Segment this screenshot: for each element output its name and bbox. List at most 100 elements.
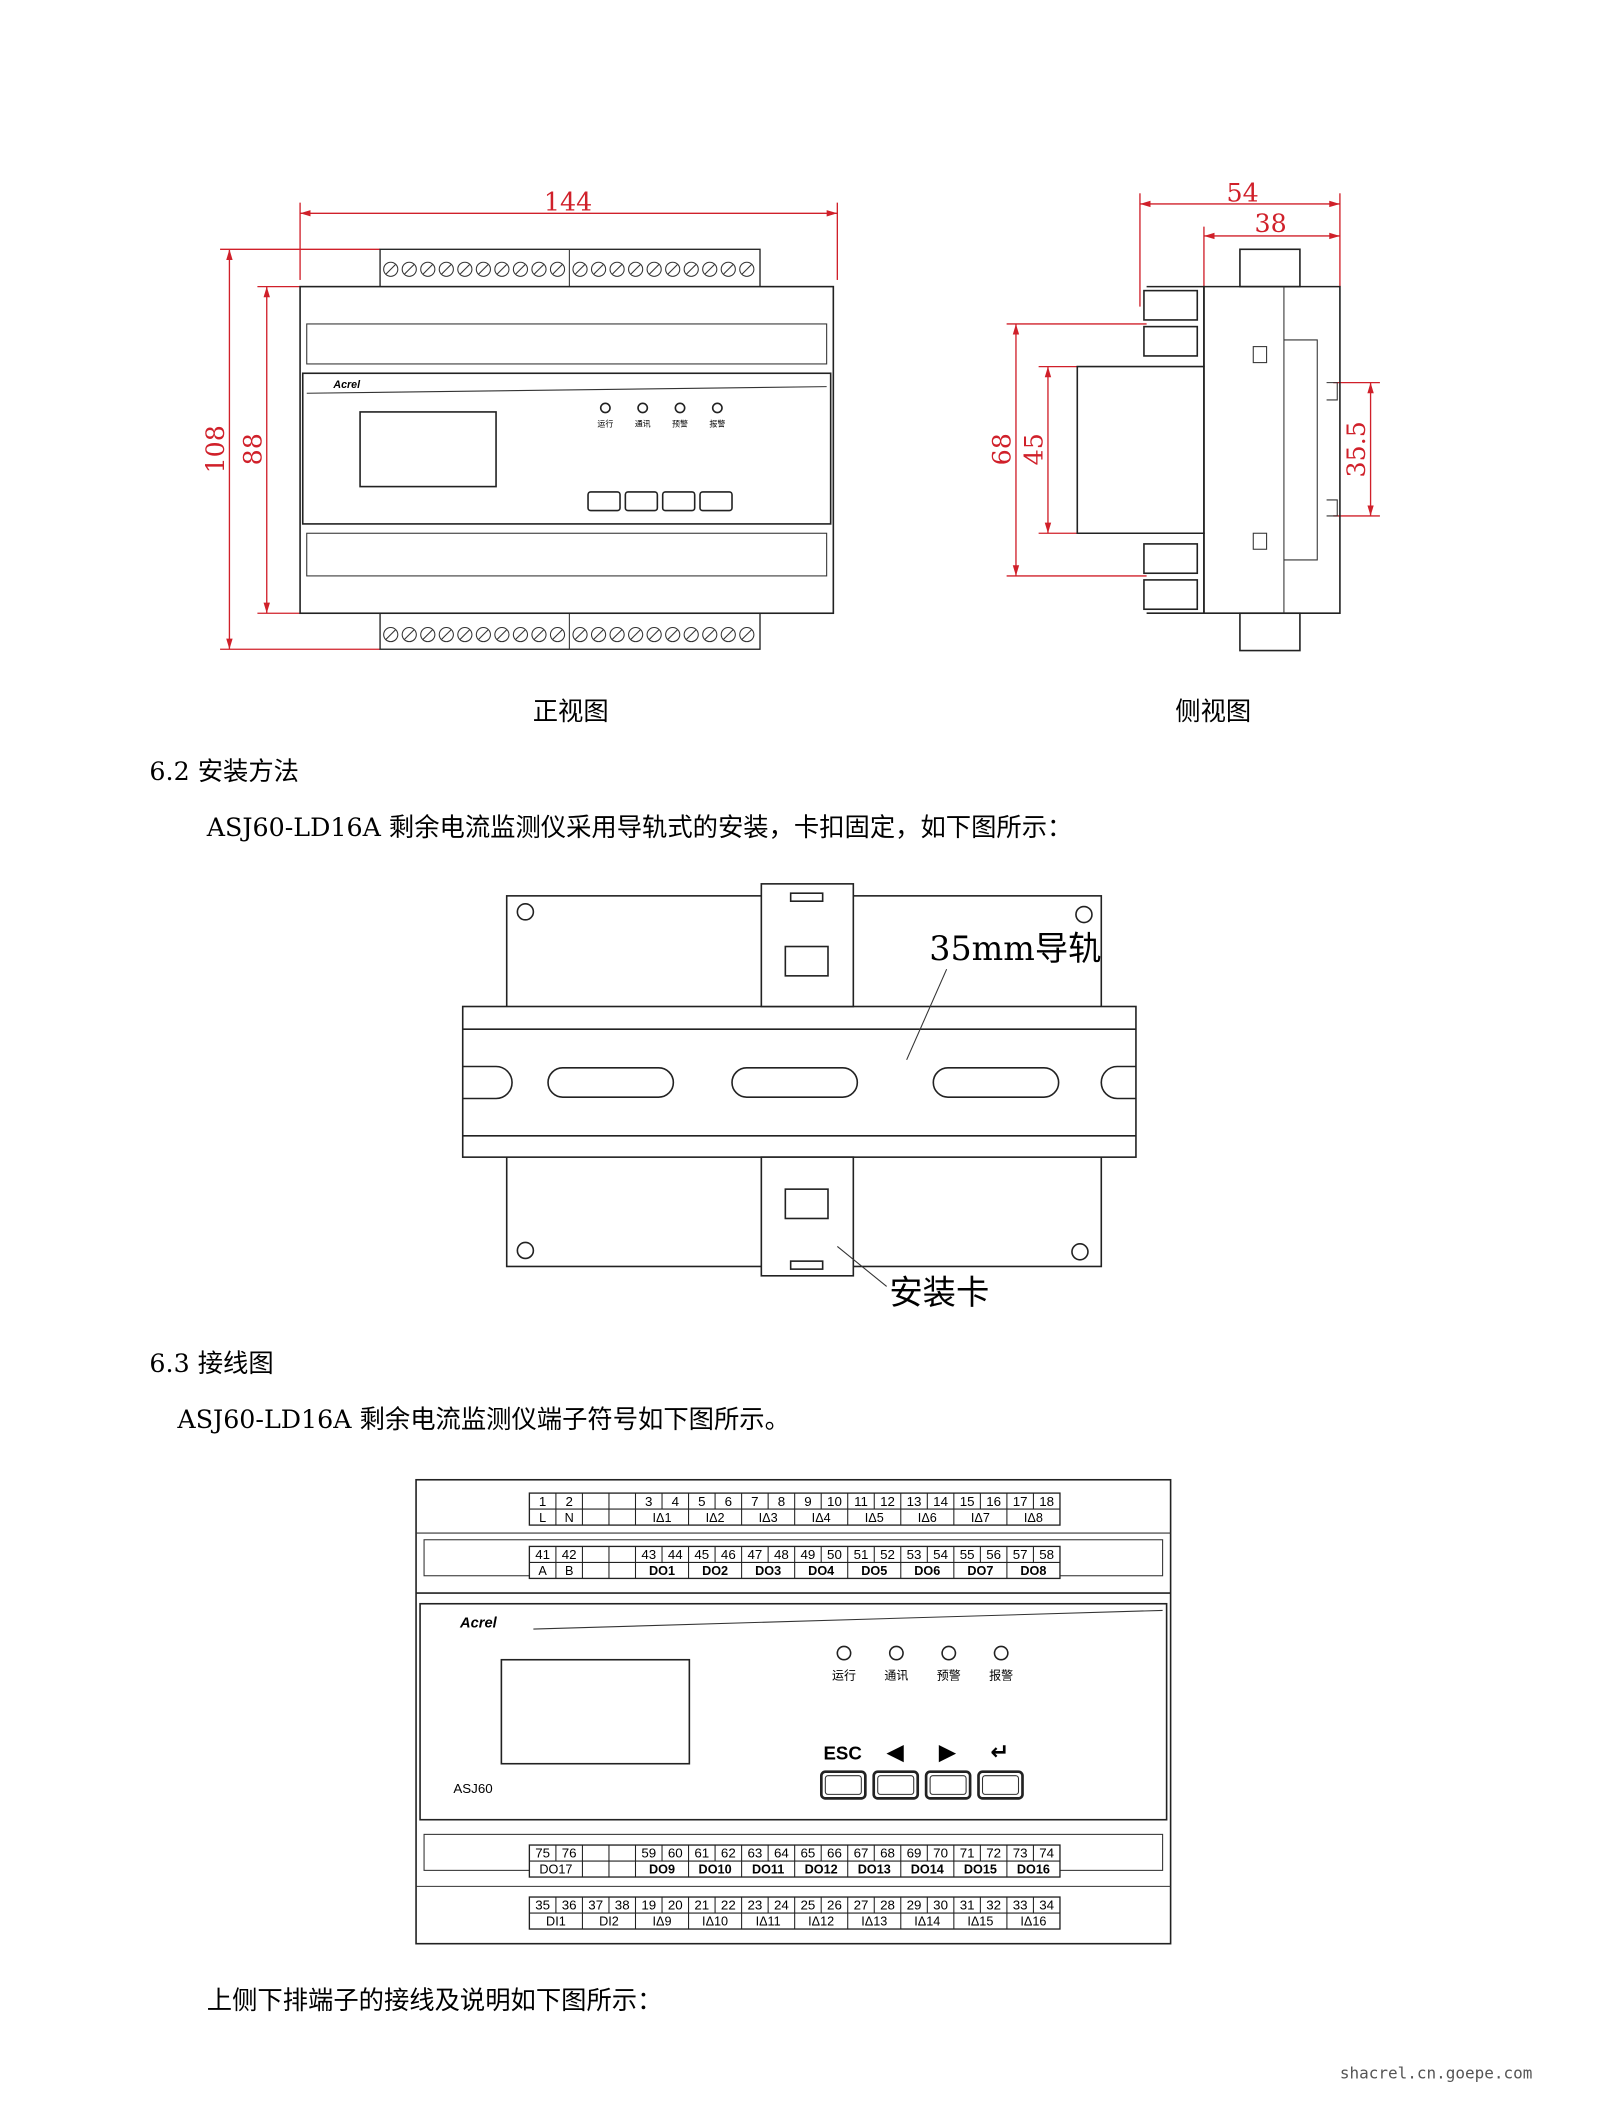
- dim-depth-body: 38: [1254, 208, 1286, 238]
- button-symbol: ESC: [823, 1743, 861, 1764]
- terminal-screw-icon: [531, 626, 547, 643]
- terminal-screw-icon: [420, 626, 436, 643]
- terminal-number: 12: [880, 1494, 895, 1509]
- panel-button[interactable]: [924, 1770, 972, 1800]
- wiring-led-indicators: 运行通讯预警报警: [832, 1645, 1013, 1683]
- terminal-number: 38: [615, 1898, 630, 1913]
- mount-clip-bottom: [760, 1156, 855, 1277]
- terminal-label: A: [538, 1564, 547, 1578]
- front-logo: Acrel: [332, 379, 361, 391]
- led-label: 运行: [597, 419, 613, 429]
- panel-button[interactable]: [977, 1770, 1024, 1800]
- front-view-caption: 正视图: [533, 696, 609, 726]
- led-label: 通讯: [884, 1669, 908, 1683]
- terminal-number: 71: [960, 1846, 975, 1861]
- terminal-screw-icon: [475, 261, 491, 277]
- section-6-2-heading: 6.2 安装方法: [149, 756, 299, 786]
- button-symbol: ◀: [886, 1739, 904, 1765]
- terminal-number: 46: [721, 1547, 736, 1562]
- panel-button[interactable]: [872, 1770, 920, 1800]
- terminal-number: 55: [960, 1547, 975, 1562]
- terminal-screw-icon: [628, 626, 644, 643]
- terminal-label: DO5: [861, 1564, 887, 1578]
- terminal-number: 48: [774, 1547, 789, 1562]
- wiring-logo: Acrel: [459, 1616, 498, 1632]
- dim-height-rail: 68: [987, 433, 1017, 465]
- terminal-number: 16: [986, 1494, 1001, 1509]
- terminal-screw-icon: [646, 626, 662, 643]
- button-symbol: ↵: [990, 1739, 1009, 1765]
- terminal-number: 25: [801, 1898, 816, 1913]
- after-text: 上侧下排端子的接线及说明如下图所示：: [207, 1985, 663, 2015]
- led-indicator-icon: [888, 1645, 904, 1661]
- dim-rail-width: 35.5: [1341, 421, 1371, 477]
- terminal-screw-icon: [401, 261, 417, 277]
- terminal-screw-icon: [683, 261, 699, 277]
- terminal-number: 61: [694, 1846, 709, 1861]
- led-label: 通讯: [635, 419, 651, 429]
- terminal-number: 26: [827, 1898, 842, 1913]
- terminal-number: 59: [641, 1846, 656, 1861]
- terminal-number: 51: [854, 1547, 869, 1562]
- terminal-number: 7: [751, 1494, 758, 1509]
- led-label: 预警: [672, 419, 688, 429]
- led-indicator-icon: [674, 402, 686, 414]
- terminal-number: 32: [986, 1898, 1001, 1913]
- terminal-label: IΔ16: [1020, 1915, 1046, 1929]
- terminal-label: B: [565, 1564, 573, 1578]
- terminal-number: 36: [562, 1898, 577, 1913]
- terminal-label: IΔ8: [1024, 1511, 1043, 1525]
- terminal-number: 58: [1039, 1547, 1054, 1562]
- front-buttons: [587, 491, 733, 512]
- terminal-number: 5: [698, 1494, 705, 1509]
- terminal-number: 44: [668, 1547, 683, 1562]
- terminal-label: DO10: [699, 1863, 732, 1877]
- terminal-screw-icon: [531, 261, 547, 277]
- section-6-2-text: ASJ60-LD16A 剩余电流监测仪采用导轨式的安装，卡扣固定，如下图所示：: [206, 812, 1073, 842]
- terminal-label: IΔ5: [865, 1511, 884, 1525]
- terminal-screw-icon: [438, 261, 454, 277]
- terminal-number: 37: [588, 1898, 603, 1913]
- terminal-label: IΔ14: [914, 1915, 940, 1929]
- led-label: 运行: [832, 1669, 856, 1683]
- terminal-number: 34: [1039, 1898, 1054, 1913]
- side-view-caption: 侧视图: [1175, 696, 1251, 726]
- section-6-3-heading: 6.3 接线图: [149, 1348, 273, 1378]
- terminal-number: 66: [827, 1846, 842, 1861]
- terminal-number: 28: [880, 1898, 895, 1913]
- terminal-number: 62: [721, 1846, 736, 1861]
- terminal-number: 50: [827, 1547, 842, 1562]
- terminal-label: IΔ2: [706, 1511, 725, 1525]
- terminal-screw-icon: [512, 626, 529, 643]
- terminal-label: DO9: [649, 1863, 675, 1877]
- terminal-number: 19: [641, 1898, 656, 1913]
- wiring-buttons: ESC◀▶↵: [819, 1739, 1024, 1800]
- terminal-label: IΔ7: [971, 1511, 990, 1525]
- terminal-screw-icon: [475, 626, 491, 643]
- terminal-screw-icon: [609, 261, 625, 277]
- terminal-number: 70: [933, 1846, 948, 1861]
- clip-label: 安装卡: [889, 1273, 989, 1312]
- terminal-number: 54: [933, 1547, 948, 1562]
- terminal-number: 24: [774, 1898, 789, 1913]
- terminal-number: 64: [774, 1846, 789, 1861]
- terminal-number: 10: [827, 1494, 842, 1509]
- panel-button[interactable]: [819, 1770, 867, 1800]
- terminal-label: DO12: [805, 1863, 838, 1877]
- terminal-number: 18: [1039, 1494, 1054, 1509]
- terminal-label: IΔ6: [918, 1511, 937, 1525]
- dim-height-inner: 88: [237, 433, 267, 465]
- terminal-label: IΔ10: [702, 1915, 728, 1929]
- terminal-label: DO15: [964, 1863, 997, 1877]
- terminal-number: 14: [933, 1494, 948, 1509]
- terminal-number: 20: [668, 1898, 683, 1913]
- terminal-screw-icon: [590, 261, 607, 277]
- terminal-number: 73: [1013, 1846, 1028, 1861]
- terminal-label: DO13: [858, 1863, 891, 1877]
- terminal-number: 30: [933, 1898, 948, 1913]
- terminal-screw-icon: [628, 261, 644, 277]
